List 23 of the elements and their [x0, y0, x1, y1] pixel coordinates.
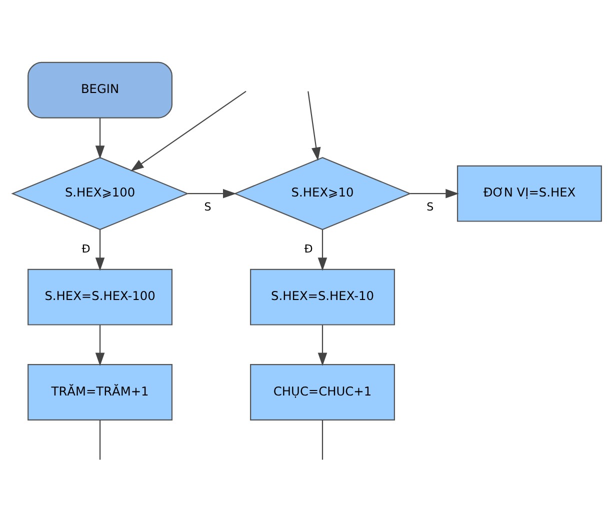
arrow [318, 324, 328, 366]
arrow [95, 324, 105, 366]
arrow [130, 90, 246, 171]
node-box: TRĂM=TRĂM+1 [28, 364, 173, 420]
node-box: S.HEX=S.HEX-100 [28, 268, 173, 325]
edge-label: S [426, 200, 434, 213]
node-diamond: S.HEX⩾10 [234, 156, 412, 230]
arrow [95, 117, 105, 158]
connector [322, 420, 324, 460]
edge-label: S [204, 200, 212, 213]
arrow [318, 229, 328, 270]
arrow [188, 188, 236, 198]
node-box: CHỤC=CHUC+1 [250, 364, 395, 420]
arrow [95, 229, 105, 270]
node-box: BEGIN [28, 61, 173, 118]
edge-label: Đ [304, 242, 313, 256]
node-box: ĐƠN VỊ=S.HEX [456, 164, 602, 222]
edge-label: Đ [82, 242, 90, 256]
node-diamond: S.HEX⩾100 [11, 156, 189, 230]
arrow [410, 188, 459, 198]
connector [99, 420, 101, 460]
arrow [308, 90, 321, 160]
node-box: S.HEX=S.HEX-10 [250, 268, 395, 325]
